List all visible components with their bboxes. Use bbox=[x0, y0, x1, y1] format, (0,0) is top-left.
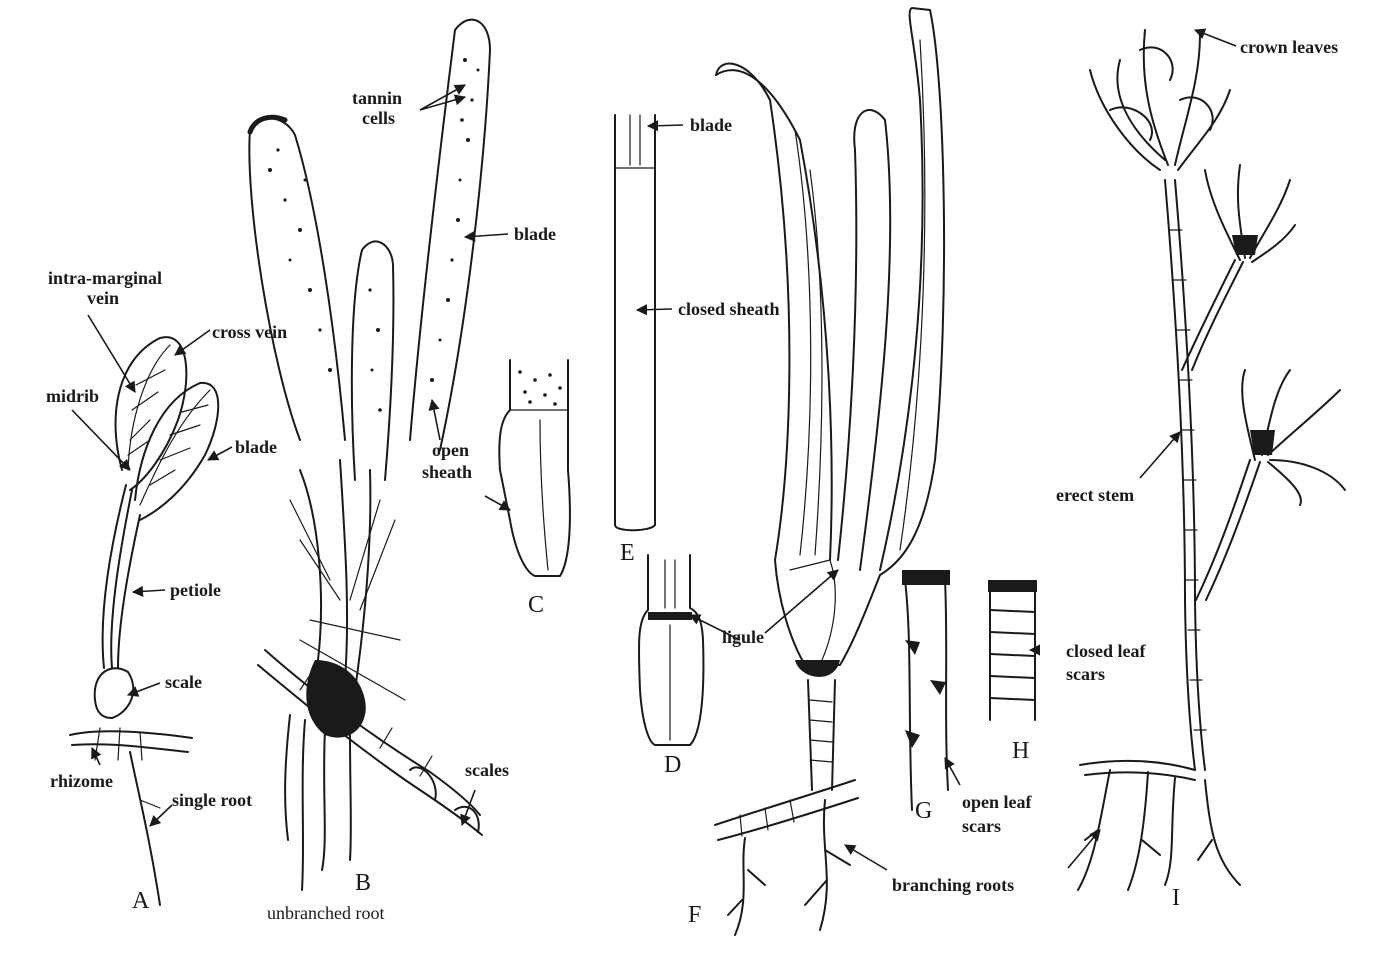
label-petiole: petiole bbox=[170, 580, 221, 600]
label-closed-leaf-scars-1: closed leaf bbox=[1066, 641, 1146, 661]
panel-letter-a: A bbox=[132, 888, 150, 914]
panel-h-drawing bbox=[988, 580, 1037, 720]
label-closed-sheath: closed sheath bbox=[678, 299, 780, 319]
label-single-root: single root bbox=[172, 790, 252, 810]
label-open-leaf-scars-2: scars bbox=[962, 816, 1001, 836]
panel-letter-h: H bbox=[1012, 738, 1029, 764]
label-branching-roots: branching roots bbox=[892, 875, 1014, 895]
label-tannin-cells-2: cells bbox=[362, 108, 395, 128]
label-closed-leaf-scars-2: scars bbox=[1066, 664, 1105, 684]
label-erect-stem: erect stem bbox=[1056, 485, 1134, 505]
label-blade-b: blade bbox=[514, 224, 556, 244]
panel-a-drawing bbox=[70, 337, 218, 905]
panel-letter-b: B bbox=[355, 870, 371, 896]
label-blade-e: blade bbox=[690, 115, 732, 135]
label-open-leaf-scars-1: open leaf bbox=[962, 792, 1033, 812]
panel-letters: A B C D E F G H I bbox=[132, 540, 1180, 928]
panel-letter-c: C bbox=[528, 592, 544, 618]
label-ligule: ligule bbox=[722, 627, 764, 647]
label-intra-marginal-vein-1: intra-marginal bbox=[48, 268, 162, 288]
label-unbranched-root: unbranched root bbox=[267, 903, 384, 923]
panel-letter-d: D bbox=[664, 752, 681, 778]
panel-e-drawing bbox=[615, 115, 655, 530]
panel-letter-i: I bbox=[1172, 885, 1180, 911]
label-open-sheath-2: sheath bbox=[422, 462, 472, 482]
panel-f-drawing bbox=[715, 8, 944, 935]
panel-letter-f: F bbox=[688, 902, 701, 928]
label-cross-vein: cross vein bbox=[212, 322, 287, 342]
labels: intra-marginal vein cross vein midrib bl… bbox=[46, 37, 1338, 923]
label-intra-marginal-vein-2: vein bbox=[87, 288, 119, 308]
panel-g-drawing bbox=[902, 570, 950, 810]
label-blade-a: blade bbox=[235, 437, 277, 457]
panel-i-drawing bbox=[1078, 30, 1345, 890]
panel-letter-g: G bbox=[915, 798, 932, 824]
label-midrib: midrib bbox=[46, 386, 99, 406]
panel-d-drawing bbox=[639, 555, 703, 745]
label-tannin-cells-1: tannin bbox=[352, 88, 402, 108]
label-open-sheath-1: open bbox=[432, 440, 469, 460]
label-rhizome: rhizome bbox=[50, 771, 113, 791]
label-crown-leaves: crown leaves bbox=[1240, 37, 1338, 57]
label-scale: scale bbox=[165, 672, 202, 692]
label-scales: scales bbox=[465, 760, 509, 780]
panel-c-drawing bbox=[499, 360, 570, 576]
panel-letter-e: E bbox=[620, 540, 635, 566]
